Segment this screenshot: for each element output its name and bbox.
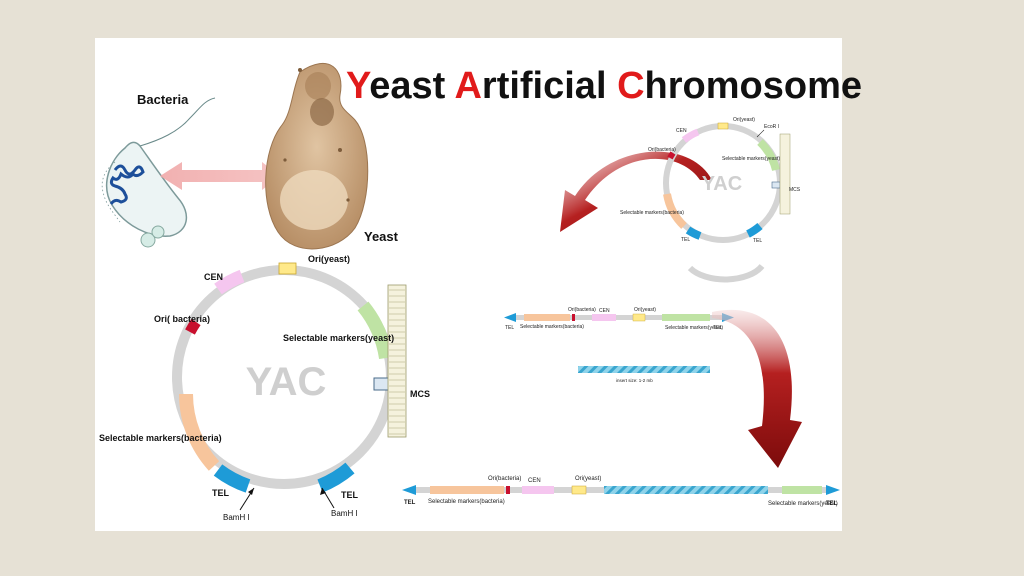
final-tel-left-label: TEL xyxy=(404,500,416,506)
yac-plasmid-large: YAC xyxy=(172,262,407,511)
final-ori-yeast-label: Ori(yeast) xyxy=(575,476,601,482)
yeast-label: Yeast xyxy=(364,229,399,244)
ori-bacteria-label: Ori( bacteria) xyxy=(154,314,210,324)
final-ori-bacteria-label: Ori(bacteria) xyxy=(488,476,521,482)
bacteria-label: Bacteria xyxy=(137,92,189,107)
bamh-left-label: BamH I xyxy=(223,513,250,522)
curved-arrow-icon-2 xyxy=(712,309,802,468)
selectable-bacteria-segment xyxy=(179,393,220,471)
ori-yeast-segment xyxy=(278,262,297,275)
mid-selectable-bacteria-label: Selectable markers(bacteria) xyxy=(520,324,584,330)
dna-insert xyxy=(578,366,710,373)
small-ecor-label: EcoR I xyxy=(764,124,779,130)
mid-cen-label: CEN xyxy=(599,308,610,314)
final-selectable-bacteria-label: Selectable markers(bacteria) xyxy=(428,499,505,505)
final-selectable-yeast-label: Selectable markers(yeast) xyxy=(768,501,838,507)
mid-tel-left-label: TEL xyxy=(505,325,514,331)
bamh-right-label: BamH I xyxy=(331,509,358,518)
tel-left-label: TEL xyxy=(212,488,230,498)
mcs-label: MCS xyxy=(410,389,430,399)
yac-plasmid-small: YAC xyxy=(663,122,791,283)
mid-ori-yeast-label: Ori(yeast) xyxy=(634,307,656,313)
double-arrow-icon xyxy=(160,162,280,190)
bacteria-icon xyxy=(101,97,216,248)
mid-tel-right-label: TEL xyxy=(713,325,722,331)
cen-label: CEN xyxy=(204,272,223,282)
selectable-yeast-label: Selectable markers(yeast) xyxy=(283,333,394,343)
yac-small-center-label: YAC xyxy=(702,173,742,195)
final-tel-right-label: TEL xyxy=(826,501,838,507)
small-tel-right-label: TEL xyxy=(753,238,762,244)
yeast-icon xyxy=(265,62,369,250)
mid-selectable-yeast-label: Selectable markers(yeast) xyxy=(665,325,723,331)
final-cen-label: CEN xyxy=(528,478,541,484)
small-tel-left-label: TEL xyxy=(681,237,690,243)
insert-size-label: insert size: 1-2 mb xyxy=(616,378,653,383)
small-cen-label: CEN xyxy=(676,128,687,134)
selectable-bacteria-label: Selectable markers(bacteria) xyxy=(99,433,222,443)
yac-center-label: YAC xyxy=(246,360,327,404)
small-ori-bacteria-label: Ori(bacteria) xyxy=(648,147,676,153)
small-selectable-bacteria-label: Selectable markers(bacteria) xyxy=(620,210,684,216)
page-title: Yeast Artificial Chromosome xyxy=(346,65,862,107)
mcs-ladder xyxy=(387,284,407,438)
tel-right-segment xyxy=(317,462,355,493)
tel-left-segment xyxy=(213,464,251,493)
tel-right-label: TEL xyxy=(341,490,359,500)
small-ori-yeast-label: Ori(yeast) xyxy=(733,117,755,123)
ori-yeast-label: Ori(yeast) xyxy=(308,254,350,264)
small-selectable-yeast-label: Selectable markers(yeast) xyxy=(722,156,780,162)
final-linear-yac xyxy=(402,485,840,495)
small-mcs-label: MCS xyxy=(789,187,801,193)
selectable-yeast-segment xyxy=(357,301,393,360)
ori-bacteria-segment xyxy=(185,318,201,335)
cen-segment xyxy=(214,269,245,295)
mid-ori-bacteria-label: Ori(bacteria) xyxy=(568,307,596,313)
curved-arrow-icon xyxy=(560,151,712,232)
